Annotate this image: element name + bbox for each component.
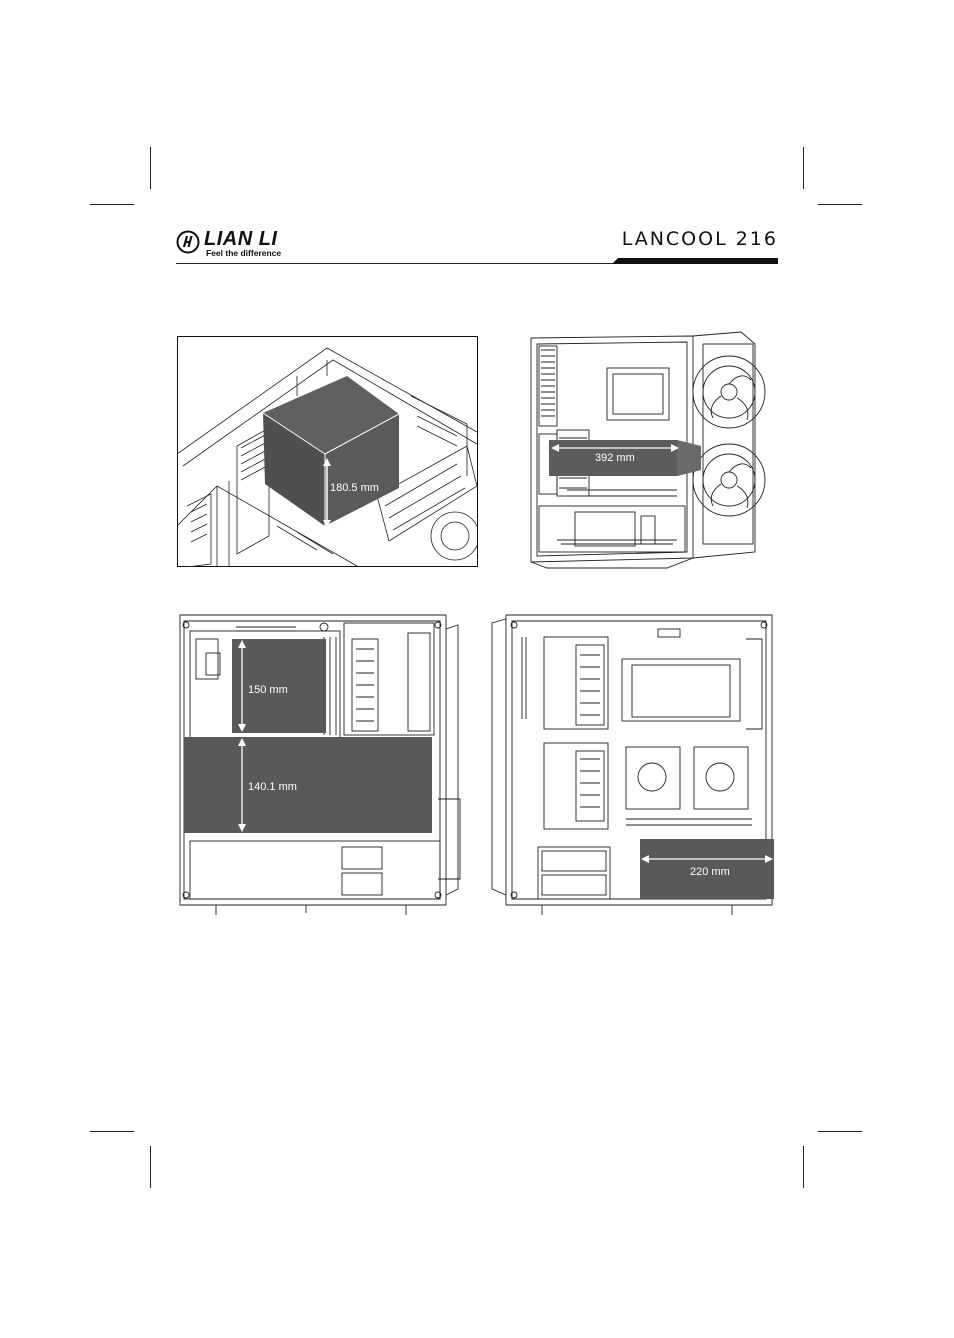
figure-rear-side: 220 mm (482, 609, 778, 919)
header-rule (176, 263, 778, 264)
dimension-label-psu: 220 mm (690, 866, 730, 878)
header-rule-accent (612, 258, 778, 264)
figure-cooler-height: 180.5 mm (177, 336, 478, 567)
crop-mark-top-left-v (150, 147, 151, 189)
product-title: LANCOOL 216 (621, 228, 778, 250)
brand-tagline: Feel the difference (206, 248, 282, 258)
dimension-label-cooler: 180.5 mm (330, 482, 379, 494)
figure-gpu-length: 392 mm (527, 330, 777, 570)
figure-motherboard-side: 150 mm 140.1 mm (176, 609, 470, 919)
page-header: LIAN LI Feel the difference LANCOOL 216 (176, 222, 778, 266)
brand-logo: LIAN LI Feel the difference (176, 228, 306, 262)
dimension-label-cpu-area: 150 mm (248, 684, 288, 696)
lian-li-logo-icon (176, 230, 200, 254)
crop-mark-top-left-h (90, 204, 134, 205)
brand-name: LIAN LI (204, 228, 278, 250)
crop-mark-top-right-h (818, 204, 862, 205)
dimension-label-gpu-zone: 140.1 mm (248, 781, 297, 793)
crop-mark-bottom-right-v (803, 1146, 804, 1188)
crop-mark-bottom-right-h (818, 1131, 862, 1132)
crop-mark-bottom-left-v (150, 1146, 151, 1188)
crop-mark-top-right-v (803, 147, 804, 189)
crop-mark-bottom-left-h (90, 1131, 134, 1132)
dimension-label-gpu: 392 mm (595, 452, 635, 464)
